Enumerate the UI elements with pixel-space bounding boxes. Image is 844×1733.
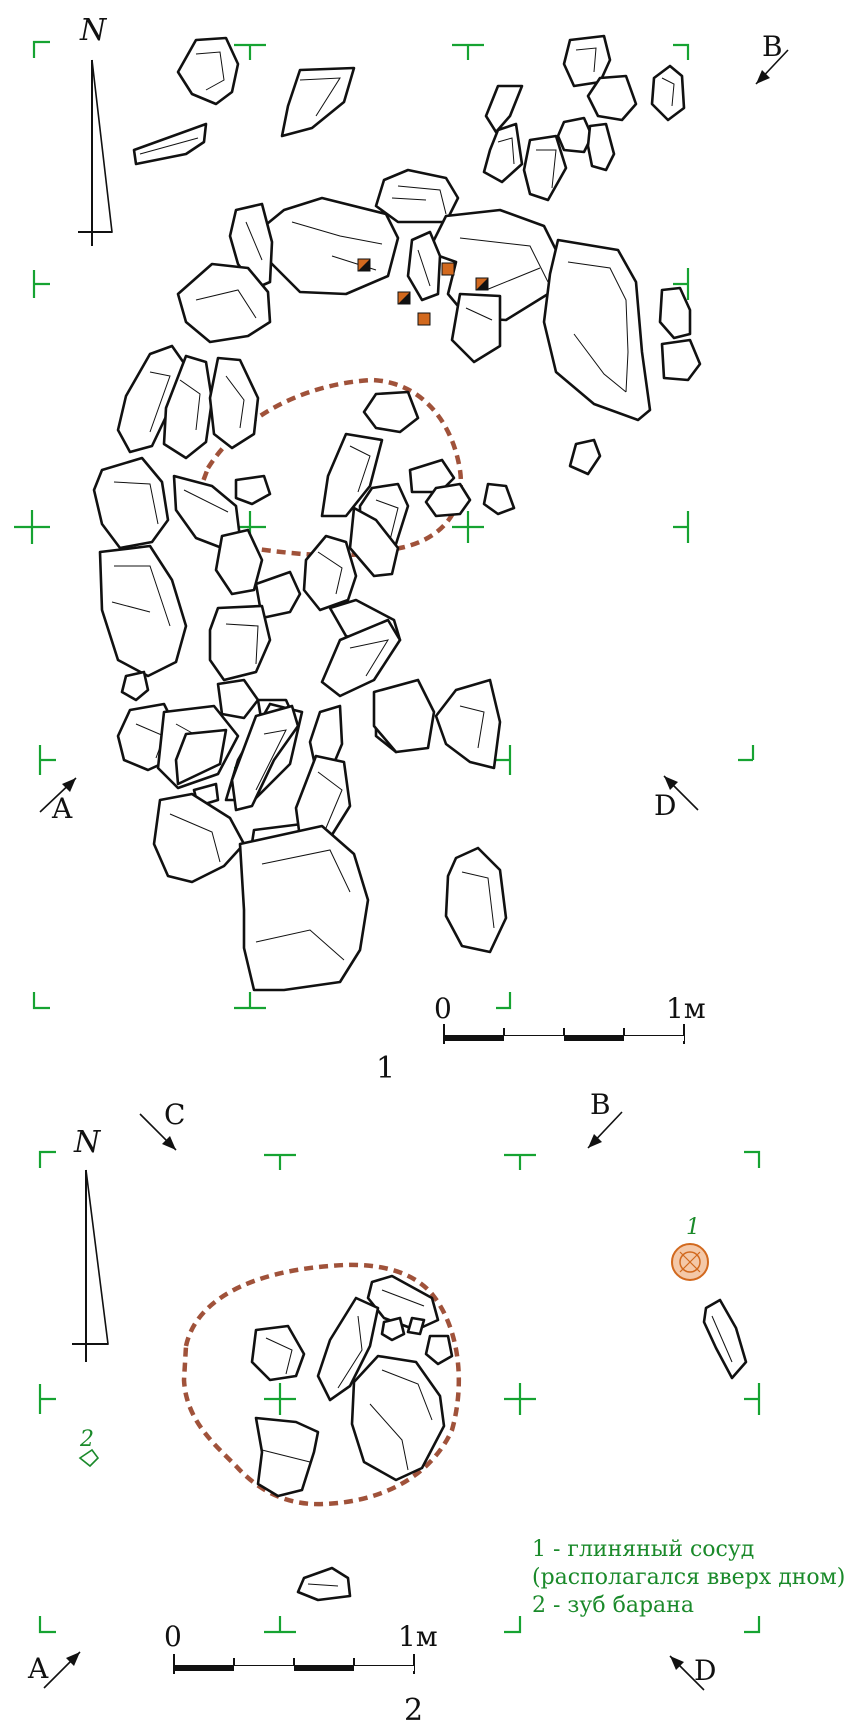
pot-find-plan-2: 1 [671,1215,709,1281]
plan-1: N B A D [14,13,789,1086]
legend-line-3: 2 - зуб барана [532,1593,694,1618]
scale-start-label-plan-1: 0 [434,992,452,1025]
direction-b-plan-2: B [587,1088,623,1149]
direction-a-plan-2: A [27,1651,81,1689]
direction-c-plan-2: C [139,1098,185,1151]
legend-line-2: (располагался вверх дном); [532,1565,844,1590]
svg-text:A: A [51,792,73,825]
direction-b-plan-1: B [755,30,789,85]
caption-plan-1: 1 [376,1051,395,1086]
svg-text:D: D [654,789,676,822]
direction-d-plan-2: D [669,1654,716,1691]
svg-text:B: B [762,30,783,63]
north-label-plan-2: N [73,1125,102,1160]
stones-plan-2 [250,1274,748,1602]
legend-line-1: 1 - глиняный сосуд [532,1537,754,1562]
svg-text:B: B [590,1088,611,1121]
pit-outline-plan-2 [181,1262,462,1507]
direction-d-plan-1: D [654,775,699,822]
svg-text:D: D [694,1654,716,1687]
direction-a-plan-1: A [39,777,77,825]
tooth-find-plan-2: 2 [78,1427,100,1468]
legend-plan-2: 1 - глиняный сосуд (располагался вверх д… [532,1537,844,1618]
scale-bar-plan-1: 0 1м [434,992,706,1044]
plan-2: N C B A D [27,1088,844,1728]
north-label-plan-1: N [79,13,108,48]
caption-plan-2: 2 [404,1693,423,1728]
scale-end-label-plan-1: 1м [666,992,706,1025]
north-arrow-plan-1: N [78,13,113,246]
scale-start-label-plan-2: 0 [164,1620,182,1653]
svg-text:A: A [27,1652,49,1685]
svg-text:C: C [164,1098,185,1131]
finds-plan-1 [357,258,489,326]
grid-markers-plan-2 [38,1150,761,1634]
scale-bar-plan-2: 0 1м [164,1620,438,1674]
stones-plan-1 [92,34,702,992]
north-arrow-plan-2: N [72,1125,109,1362]
tooth-marker-label: 2 [79,1427,94,1452]
pot-marker-label: 1 [686,1215,700,1240]
scale-end-label-plan-2: 1м [398,1620,438,1653]
